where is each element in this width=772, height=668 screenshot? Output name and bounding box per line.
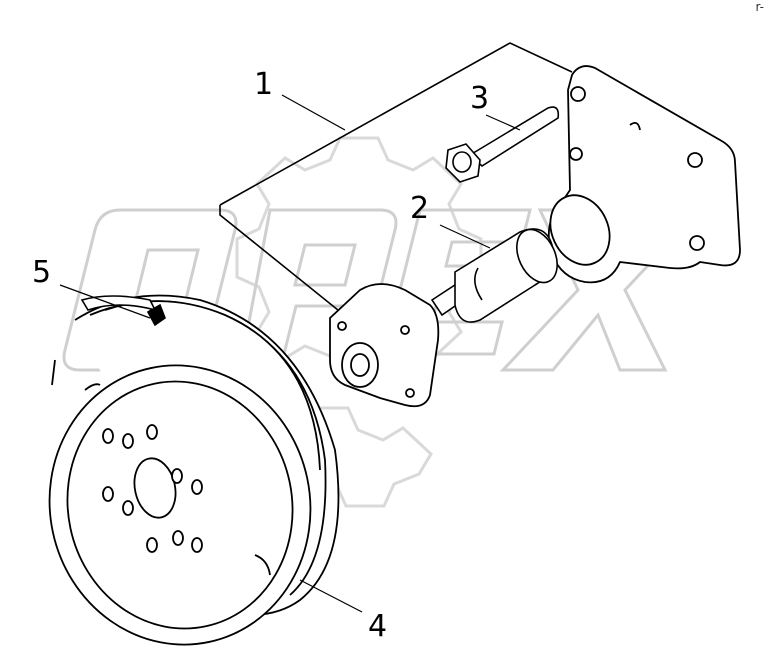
leader-line-5 [59, 284, 151, 319]
leader-lines [59, 94, 521, 613]
leader-line-3 [485, 114, 521, 131]
corner-mark: r- [755, 0, 765, 14]
callout-3: 3 [470, 81, 490, 116]
bolt-part-3 [445, 106, 560, 183]
leader-line-4 [299, 579, 363, 613]
leader-line-1 [281, 94, 346, 131]
pulley-bolt-holes [102, 424, 203, 553]
hub-block [329, 283, 440, 408]
pulley-part-4 [48, 294, 340, 646]
callout-1: 1 [254, 67, 274, 102]
mounting-bracket [547, 65, 741, 284]
shaft-part-2 [430, 228, 558, 323]
callout-2: 2 [410, 191, 430, 226]
callout-4: 4 [368, 609, 388, 644]
callout-5: 5 [32, 255, 52, 290]
leader-line-2 [439, 224, 491, 249]
